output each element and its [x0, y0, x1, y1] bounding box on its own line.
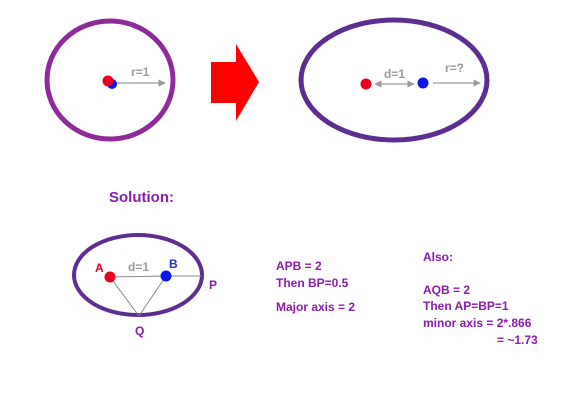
- big-right-arrow-icon: [211, 44, 259, 121]
- unknown-radius-label: r=?: [445, 61, 464, 75]
- segment-b-q: [138, 275, 167, 317]
- distance-label: d=1: [128, 260, 149, 274]
- solution-figure: A B d=1 P Q: [72, 233, 217, 338]
- label-b: B: [169, 257, 178, 271]
- major-axis-notes: APB = 2 Then BP=0.5 Major axis = 2: [276, 259, 355, 314]
- circle-figure: r=1: [44, 18, 176, 142]
- note-apb: APB = 2: [276, 259, 322, 273]
- focus-a-point: [104, 271, 116, 283]
- label-a: A: [95, 261, 104, 275]
- label-p: P: [209, 278, 217, 292]
- unit-circle: [44, 18, 176, 142]
- note-aqb: AQB = 2: [423, 283, 470, 297]
- segment-a-b: [109, 275, 167, 278]
- segment-a-q: [109, 276, 140, 317]
- red-focus-point: [102, 75, 114, 87]
- note-ap-bp: Then AP=BP=1: [423, 299, 509, 313]
- note-minor-axis: minor axis = 2*.866: [423, 316, 532, 330]
- distance-label: d=1: [384, 67, 405, 81]
- solution-heading: Solution:: [109, 189, 174, 206]
- blue-focus-point: [417, 77, 429, 89]
- note-bp: Then BP=0.5: [276, 276, 349, 290]
- note-minor-axis-value: = ~1.73: [497, 333, 538, 347]
- label-q: Q: [135, 324, 144, 338]
- radius-label: r=1: [131, 65, 150, 79]
- red-focus-point: [360, 78, 372, 90]
- focus-b-point: [160, 270, 172, 282]
- note-major-axis: Major axis = 2: [276, 300, 355, 314]
- target-ellipse: [298, 17, 490, 143]
- also-heading: Also:: [423, 250, 453, 264]
- ellipse-figure: d=1 r=?: [298, 17, 490, 143]
- minor-axis-notes: Also: AQB = 2 Then AP=BP=1 minor axis = …: [423, 250, 538, 347]
- solution-ellipse: [72, 233, 204, 317]
